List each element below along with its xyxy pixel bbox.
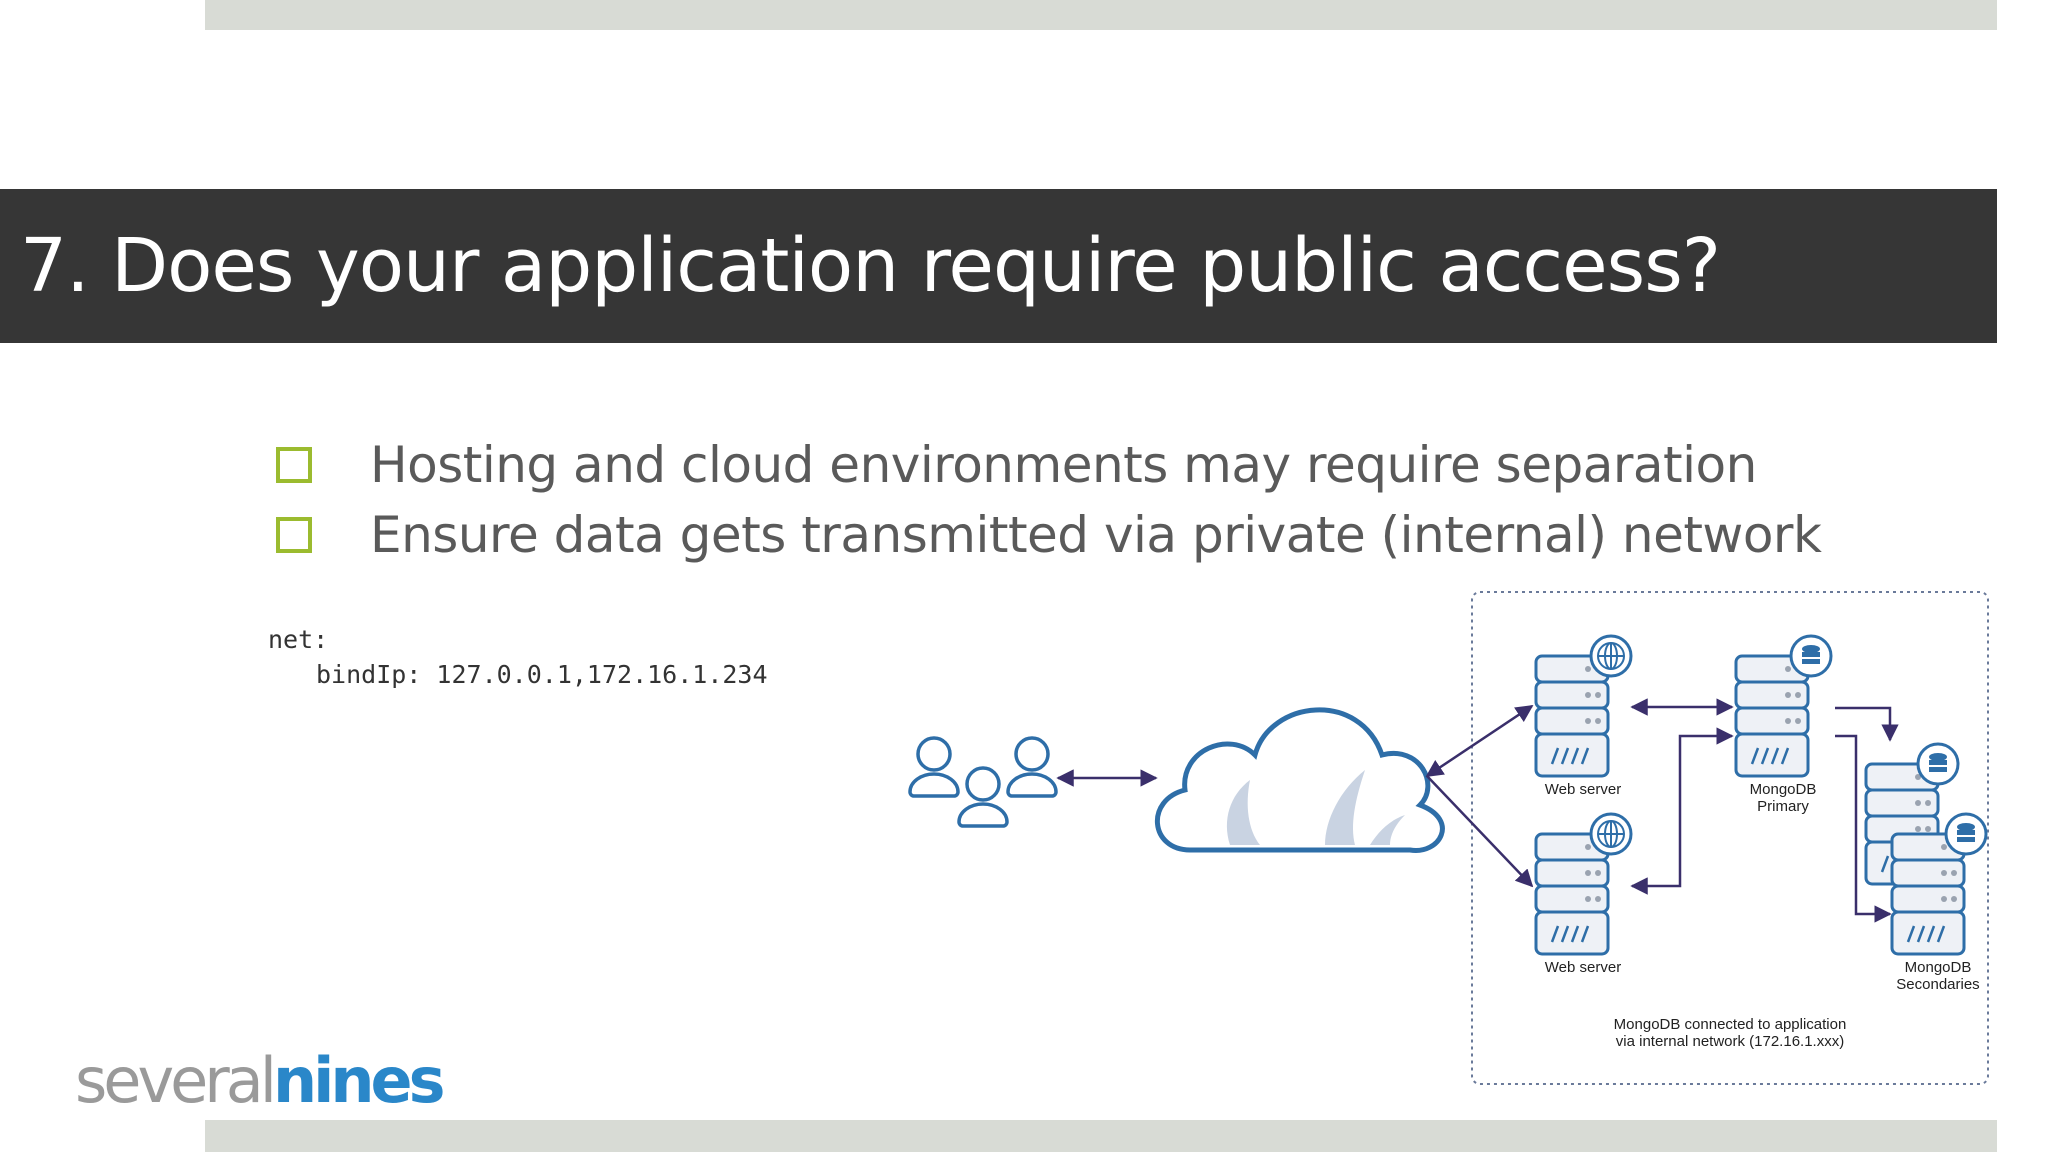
bottom-decor-bar bbox=[205, 1120, 1997, 1152]
mongodb-primary-label: Primary bbox=[1757, 798, 1809, 815]
web2-primary-arrow bbox=[1630, 727, 1734, 895]
cloud-icon bbox=[1155, 707, 1445, 853]
slide-title: 7. Does your application require public … bbox=[20, 223, 1721, 309]
bullet-text: Hosting and cloud environments may requi… bbox=[370, 436, 1757, 494]
mongodb-secondaries-label: Secondaries bbox=[1896, 976, 1979, 993]
web-server-icon bbox=[1534, 634, 1633, 778]
mongodb-primary-icon bbox=[1734, 634, 1833, 778]
code-line: bindIp: 127.0.0.1,172.16.1.234 bbox=[316, 660, 768, 689]
primary-secondary-arrow bbox=[1835, 706, 1899, 742]
cloud-web1-arrow bbox=[1425, 704, 1534, 778]
users-icon bbox=[908, 736, 1058, 828]
web-server-label: Web server bbox=[1545, 959, 1621, 976]
web-server-icon bbox=[1534, 812, 1633, 956]
top-decor-bar bbox=[205, 0, 1997, 30]
severalnines-logo: severalnines bbox=[75, 1050, 445, 1112]
logo-part: several bbox=[75, 1044, 277, 1117]
checkbox-icon bbox=[276, 517, 312, 553]
logo-part: nines bbox=[273, 1044, 445, 1117]
diagram-caption: MongoDB connected to application bbox=[1614, 1016, 1847, 1033]
checkbox-icon bbox=[276, 447, 312, 483]
code-line: net: bbox=[268, 625, 329, 654]
mongodb-secondaries-icon bbox=[1864, 742, 1988, 956]
bullet-item: Hosting and cloud environments may requi… bbox=[276, 430, 1821, 500]
mongodb-secondaries-label: MongoDB bbox=[1905, 959, 1972, 976]
primary-secondary-arrow bbox=[1835, 734, 1892, 923]
bullet-list: Hosting and cloud environments may requi… bbox=[276, 430, 1822, 570]
web-server-label: Web server bbox=[1545, 781, 1621, 798]
bullet-item: Ensure data gets transmitted via private… bbox=[276, 500, 1822, 570]
title-band: 7. Does your application require public … bbox=[0, 189, 1997, 343]
config-code-block: net: bindIp: 127.0.0.1,172.16.1.234 bbox=[268, 622, 768, 692]
cloud-web2-arrow bbox=[1426, 775, 1534, 888]
diagram-caption: via internal network (172.16.1.xxx) bbox=[1616, 1033, 1844, 1050]
network-diagram: Web server Web server MongoDB Primary Mo… bbox=[908, 591, 1989, 1085]
bullet-text: Ensure data gets transmitted via private… bbox=[370, 506, 1822, 564]
internal-network-box bbox=[1471, 591, 1989, 1085]
mongodb-primary-label: MongoDB bbox=[1750, 781, 1817, 798]
